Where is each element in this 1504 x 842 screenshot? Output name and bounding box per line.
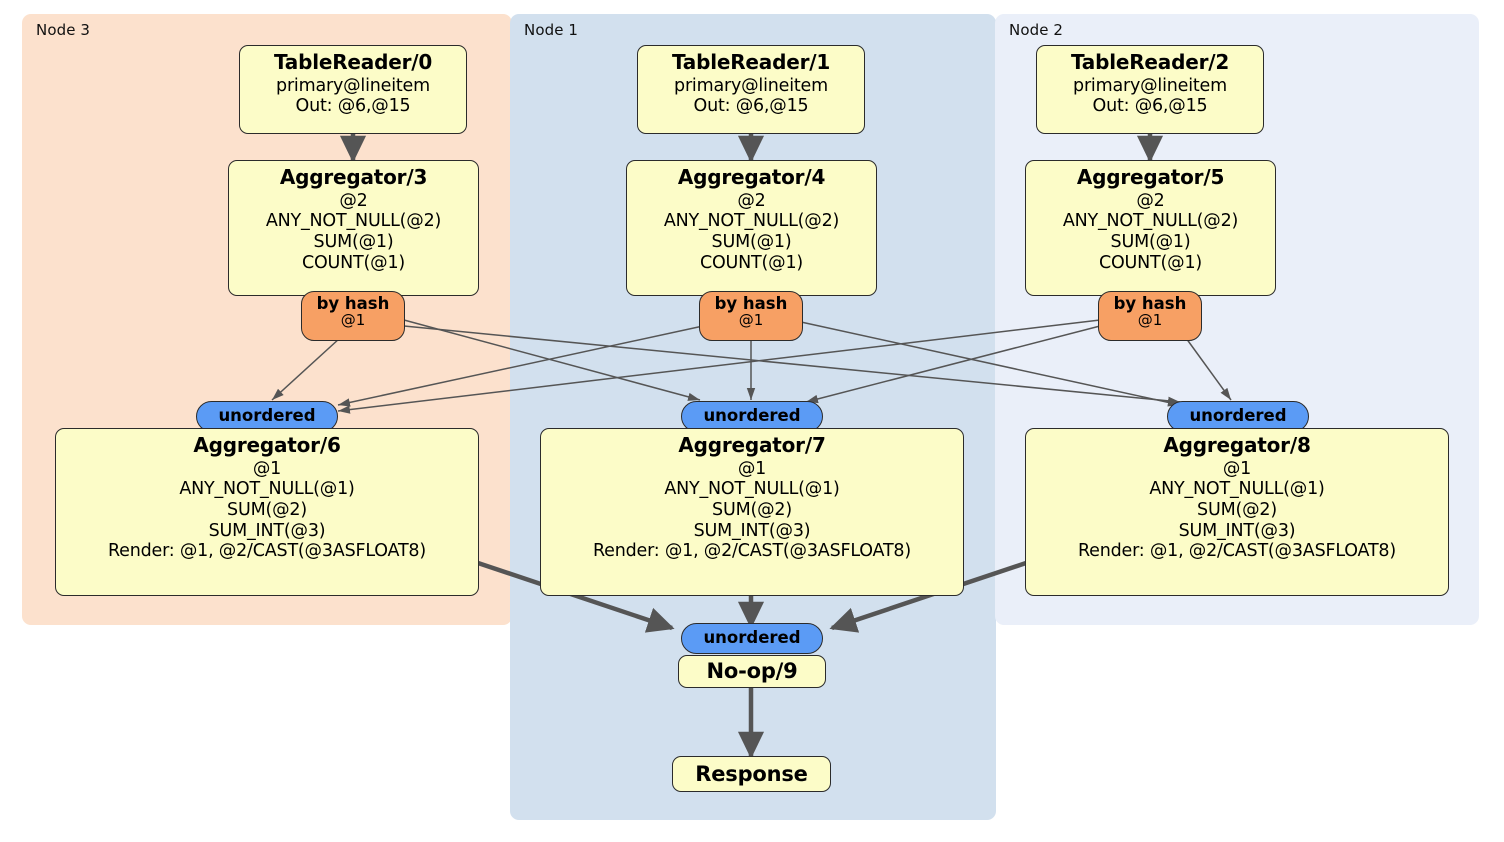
processor-line: primary@lineitem [1073, 75, 1227, 96]
processor-line: SUM(@2) [227, 499, 307, 520]
processor-line: @2 [737, 190, 766, 211]
processor-aggregator-3[interactable]: Aggregator/3 @2 ANY_NOT_NULL(@2) SUM(@1)… [228, 160, 479, 296]
processor-title: Aggregator/7 [678, 433, 826, 457]
processor-line: Out: @6,@15 [693, 96, 809, 117]
processor-tablereader-2[interactable]: TableReader/2 primary@lineitem Out: @6,@… [1036, 45, 1264, 134]
synchronizer-label: unordered [1189, 406, 1287, 426]
processor-tablereader-1[interactable]: TableReader/1 primary@lineitem Out: @6,@… [637, 45, 865, 134]
processor-response[interactable]: Response [672, 756, 831, 792]
processor-line: @1 [737, 458, 767, 479]
processor-title: Aggregator/5 [1076, 165, 1225, 189]
processor-line: SUM(@2) [1197, 499, 1277, 520]
router-subtitle: @1 [738, 311, 764, 330]
router-subtitle: @1 [1137, 311, 1163, 330]
processor-aggregator-4[interactable]: Aggregator/4 @2 ANY_NOT_NULL(@2) SUM(@1)… [626, 160, 877, 296]
processor-line: @2 [339, 190, 368, 211]
processor-aggregator-8[interactable]: Aggregator/8 @1 ANY_NOT_NULL(@1) SUM(@2)… [1025, 428, 1449, 596]
processor-title: TableReader/0 [273, 50, 433, 74]
router-title: by hash [714, 294, 788, 313]
processor-aggregator-7[interactable]: Aggregator/7 @1 ANY_NOT_NULL(@1) SUM(@2)… [540, 428, 964, 596]
router-title: by hash [1113, 294, 1187, 313]
router-by-hash-right[interactable]: by hash @1 [1098, 291, 1202, 341]
processor-title: No-op/9 [706, 659, 798, 684]
processor-line: ANY_NOT_NULL(@2) [1062, 211, 1239, 232]
processor-line: @2 [1136, 190, 1165, 211]
processor-line: SUM(@1) [1110, 231, 1191, 252]
processor-line: SUM_INT(@3) [1178, 520, 1296, 541]
processor-aggregator-5[interactable]: Aggregator/5 @2 ANY_NOT_NULL(@2) SUM(@1)… [1025, 160, 1276, 296]
processor-aggregator-6[interactable]: Aggregator/6 @1 ANY_NOT_NULL(@1) SUM(@2)… [55, 428, 479, 596]
router-subtitle: @1 [340, 311, 366, 330]
processor-line: Out: @6,@15 [295, 96, 411, 117]
node-panel-label-node3: Node 3 [36, 21, 91, 39]
router-title: by hash [316, 294, 390, 313]
synchronizer-unordered-right[interactable]: unordered [1167, 401, 1309, 432]
synchronizer-label: unordered [703, 406, 801, 426]
processor-title: Aggregator/6 [193, 433, 341, 457]
processor-line: ANY_NOT_NULL(@1) [1149, 479, 1325, 500]
synchronizer-label: unordered [703, 628, 801, 648]
processor-line: ANY_NOT_NULL(@1) [664, 479, 840, 500]
processor-line: SUM(@1) [711, 231, 792, 252]
processor-line: SUM_INT(@3) [693, 520, 811, 541]
processor-line: @1 [1222, 458, 1252, 479]
node-panel-label-node1: Node 1 [524, 21, 579, 39]
router-by-hash-left[interactable]: by hash @1 [301, 291, 405, 341]
processor-line: SUM(@2) [712, 499, 792, 520]
processor-title: Aggregator/3 [279, 165, 428, 189]
processor-render-line: Render: @1, @2/CAST(@3ASFLOAT8) [108, 541, 426, 562]
node-panel-label-node2: Node 2 [1009, 21, 1064, 39]
processor-line: Out: @6,@15 [1092, 96, 1208, 117]
processor-render-line: Render: @1, @2/CAST(@3ASFLOAT8) [1078, 541, 1396, 562]
processor-line: COUNT(@1) [699, 252, 804, 273]
processor-line: COUNT(@1) [301, 252, 406, 273]
processor-title: Aggregator/4 [677, 165, 826, 189]
processor-title: TableReader/2 [1070, 50, 1230, 74]
processor-line: primary@lineitem [276, 75, 430, 96]
processor-render-line: Render: @1, @2/CAST(@3ASFLOAT8) [593, 541, 911, 562]
processor-title: Response [695, 761, 808, 786]
processor-line: SUM_INT(@3) [208, 520, 326, 541]
processor-line: COUNT(@1) [1098, 252, 1203, 273]
router-by-hash-middle[interactable]: by hash @1 [699, 291, 803, 341]
processor-title: Aggregator/8 [1163, 433, 1311, 457]
synchronizer-label: unordered [218, 406, 316, 426]
processor-line: ANY_NOT_NULL(@2) [663, 211, 840, 232]
processor-noop-9[interactable]: No-op/9 [678, 655, 826, 688]
processor-title: TableReader/1 [671, 50, 831, 74]
processor-line: @1 [252, 458, 282, 479]
synchronizer-unordered-final[interactable]: unordered [681, 623, 823, 654]
processor-tablereader-0[interactable]: TableReader/0 primary@lineitem Out: @6,@… [239, 45, 467, 134]
processor-line: ANY_NOT_NULL(@2) [265, 211, 442, 232]
processor-line: ANY_NOT_NULL(@1) [179, 479, 355, 500]
processor-line: SUM(@1) [313, 231, 394, 252]
processor-line: primary@lineitem [674, 75, 828, 96]
